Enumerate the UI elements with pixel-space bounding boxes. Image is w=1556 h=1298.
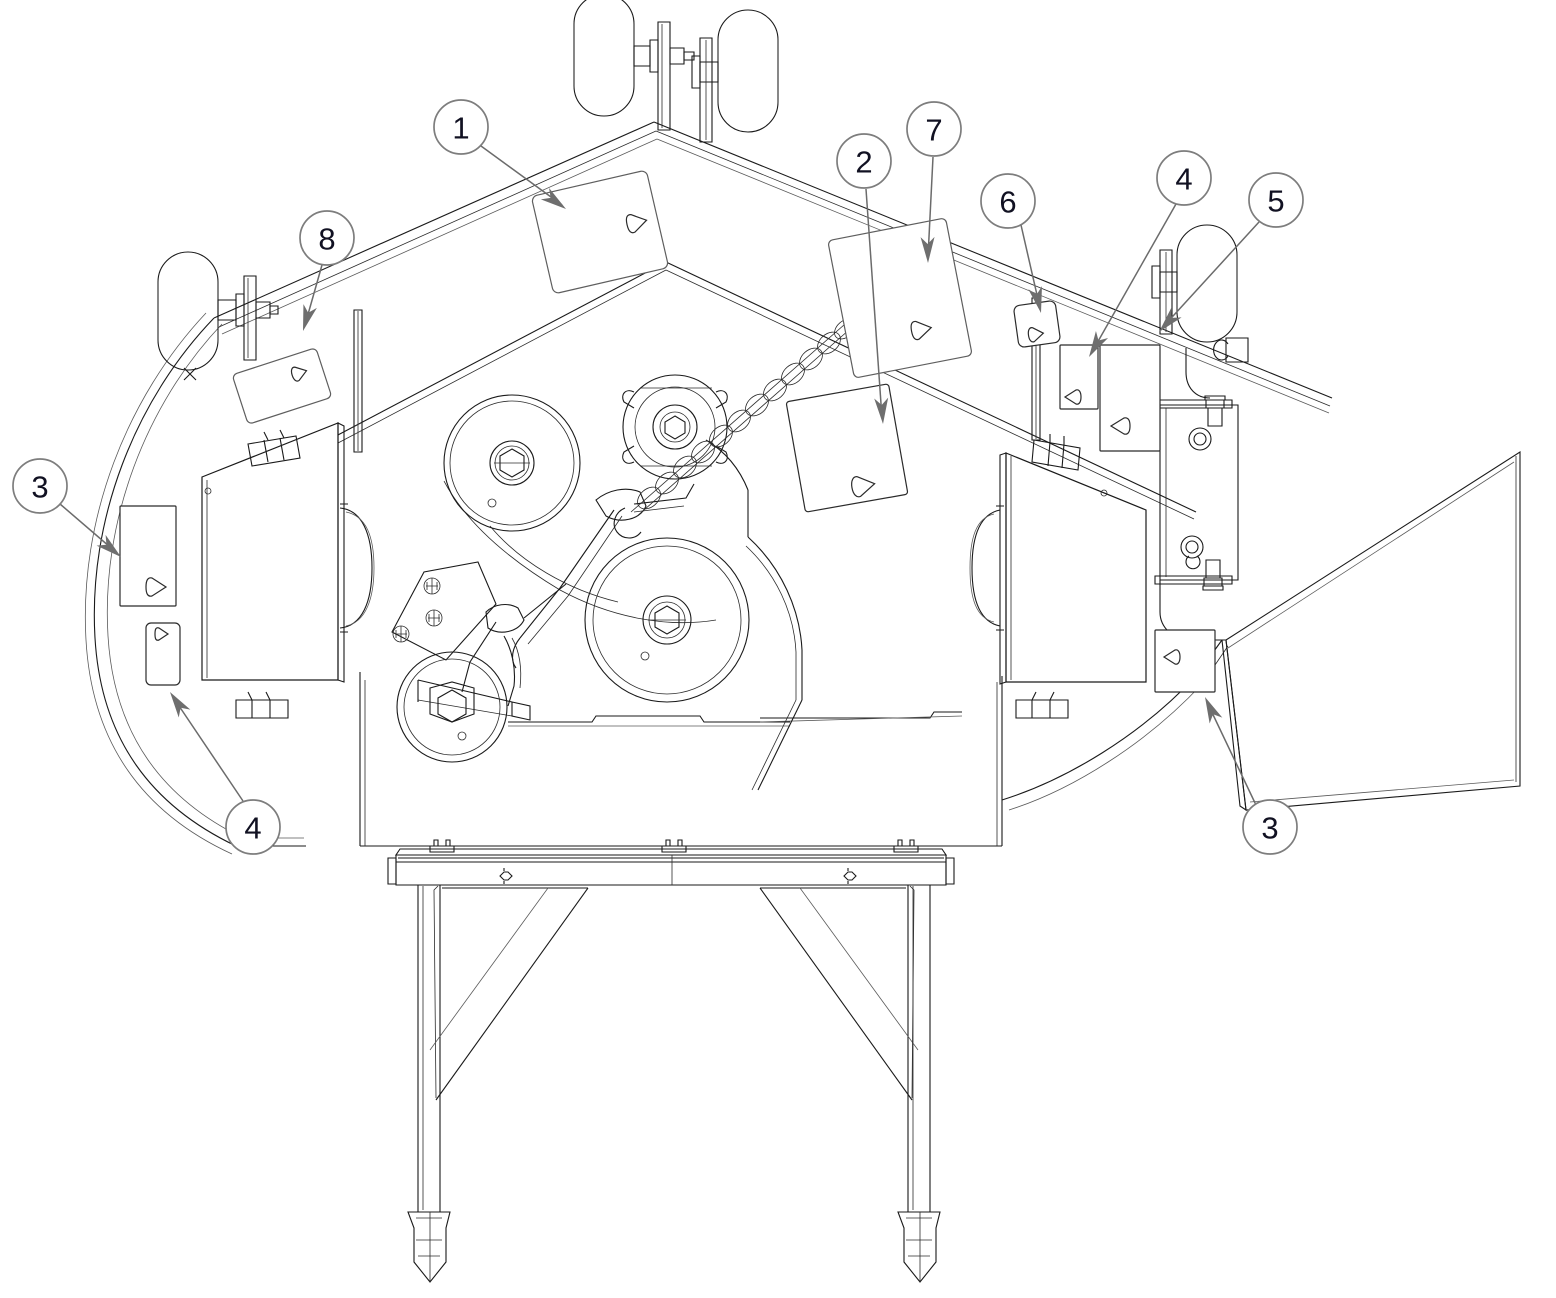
callout-bubble-7[interactable]: 7 bbox=[906, 101, 962, 263]
belt-drive-assembly bbox=[391, 439, 803, 791]
callout-number: 6 bbox=[999, 185, 1016, 220]
decal-plate-2 bbox=[785, 383, 909, 513]
decal-plate-3a bbox=[119, 505, 177, 607]
callout-leader-line bbox=[1162, 221, 1260, 328]
roller-top-left bbox=[573, 0, 695, 131]
callout-bubble-3[interactable]: 3 bbox=[12, 458, 125, 562]
roller-right bbox=[1151, 224, 1249, 363]
roller-left bbox=[157, 251, 279, 381]
idler-pulley bbox=[396, 651, 508, 763]
callout-number: 3 bbox=[1261, 811, 1278, 846]
callout-bubble-6[interactable]: 6 bbox=[980, 173, 1048, 315]
callout-bubble-2[interactable]: 2 bbox=[836, 133, 892, 424]
callout-leader-line bbox=[1206, 701, 1257, 806]
decal-plate-8 bbox=[232, 348, 332, 424]
drive-pulley bbox=[622, 374, 728, 480]
callout-number: 7 bbox=[925, 113, 942, 148]
decal-plate-6 bbox=[1013, 300, 1061, 348]
callout-circle[interactable] bbox=[433, 99, 489, 155]
callout-leader-line bbox=[480, 145, 563, 206]
callout-circle[interactable] bbox=[12, 458, 68, 514]
roller-top-right bbox=[691, 9, 779, 143]
callout-circle[interactable] bbox=[980, 173, 1036, 229]
spindle-pulley-center bbox=[584, 537, 750, 703]
decal-plate-4b bbox=[1059, 344, 1099, 410]
callout-arrowhead bbox=[920, 236, 935, 263]
callout-arrowhead bbox=[874, 397, 889, 424]
decal-plate-5 bbox=[1099, 344, 1161, 452]
callout-number: 4 bbox=[244, 811, 261, 846]
callout-circle[interactable] bbox=[1248, 172, 1304, 228]
callout-arrowhead bbox=[96, 534, 121, 557]
callout-bubble-4[interactable]: 4 bbox=[164, 688, 281, 855]
decal-plate-7 bbox=[828, 218, 972, 378]
callout-number: 1 bbox=[452, 111, 469, 146]
service-stand bbox=[387, 839, 955, 1283]
callout-number: 8 bbox=[318, 222, 335, 257]
callout-leader-line bbox=[865, 188, 883, 419]
callout-circle[interactable] bbox=[299, 210, 355, 266]
callout-leader-line bbox=[1020, 224, 1041, 309]
decal-plate-3b bbox=[1154, 629, 1216, 693]
callout-arrowhead bbox=[170, 692, 191, 718]
callout-layer: 1 2 3 4 5 6 7 8 4 3 bbox=[12, 99, 1304, 855]
callout-bubble-4[interactable]: 4 bbox=[1083, 150, 1212, 361]
callout-circle[interactable] bbox=[836, 133, 892, 189]
callout-bubble-5[interactable]: 5 bbox=[1154, 172, 1304, 337]
callout-number: 3 bbox=[31, 470, 48, 505]
callout-circle[interactable] bbox=[906, 101, 962, 157]
callout-leader-line bbox=[172, 696, 244, 802]
callout-leader-line bbox=[1091, 203, 1177, 353]
decal-plate-1 bbox=[531, 170, 669, 294]
callout-bubble-8[interactable]: 8 bbox=[296, 210, 355, 333]
callout-leader-line bbox=[927, 156, 934, 258]
pulley-left bbox=[443, 394, 581, 532]
callout-arrowhead bbox=[540, 188, 566, 209]
callout-arrowhead bbox=[303, 304, 317, 331]
mower-deck-housing bbox=[84, 121, 1333, 855]
callout-number: 5 bbox=[1267, 184, 1284, 219]
callout-arrowhead bbox=[1159, 307, 1182, 332]
callout-circle[interactable] bbox=[1242, 799, 1298, 855]
callout-circle[interactable] bbox=[225, 799, 281, 855]
callout-bubble-1[interactable]: 1 bbox=[433, 99, 570, 215]
callout-circle[interactable] bbox=[1156, 150, 1212, 206]
callout-arrowhead bbox=[1205, 697, 1223, 724]
callout-arrowhead bbox=[1089, 330, 1109, 357]
decal-plate-4a bbox=[145, 622, 181, 686]
callout-arrowhead bbox=[1028, 286, 1042, 313]
callout-bubble-3[interactable]: 3 bbox=[1199, 694, 1298, 855]
callout-number: 4 bbox=[1175, 162, 1192, 197]
callout-number: 2 bbox=[855, 145, 872, 180]
right-discharge-deflector bbox=[1221, 450, 1521, 812]
